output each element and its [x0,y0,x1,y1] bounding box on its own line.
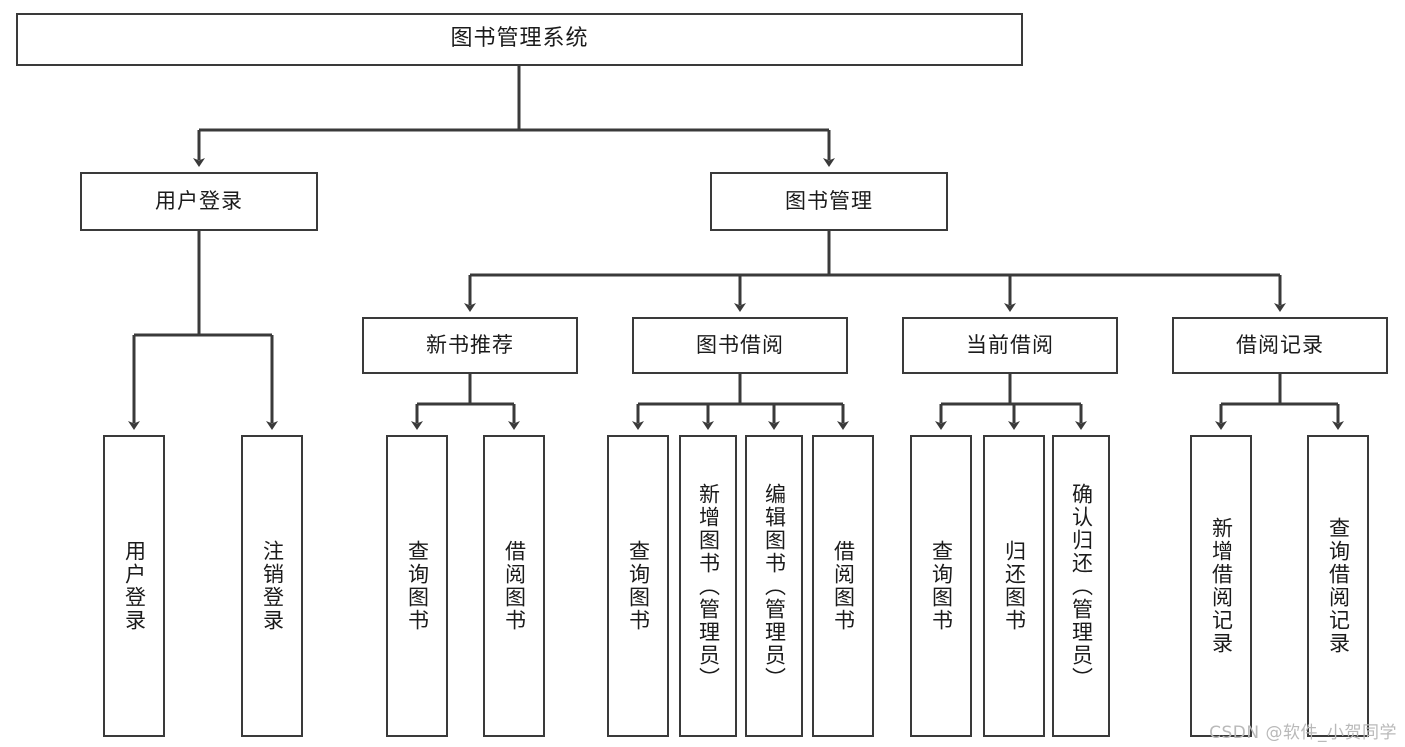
leaf-label: 借阅图书 [502,540,527,632]
node-leaf-add-book-admin[interactable]: 新增图书（管理员） [679,435,737,737]
node-level3-new-book-recommend[interactable]: 新书推荐 [362,317,578,374]
node-leaf-user-login[interactable]: 用户登录 [103,435,165,737]
node-leaf-query-book-recommend[interactable]: 查询图书 [386,435,448,737]
watermark-text: CSDN @软件_小贺同学 [1209,723,1397,743]
node-leaf-add-borrow-record[interactable]: 新增借阅记录 [1190,435,1252,737]
node-level3-book-borrow[interactable]: 图书借阅 [632,317,848,374]
node-leaf-borrow-book-recommend[interactable]: 借阅图书 [483,435,545,737]
leaf-label: 用户登录 [122,540,147,632]
node-leaf-logout[interactable]: 注销登录 [241,435,303,737]
node-root[interactable]: 图书管理系统 [16,13,1023,66]
leaf-label: 归还图书 [1002,540,1027,632]
leaf-label: 查询图书 [626,540,651,632]
leaf-label: 编辑图书（管理员） [762,482,787,690]
node-level2-book-management[interactable]: 图书管理 [710,172,948,231]
leaf-label: 查询图书 [929,540,954,632]
leaf-label: 查询图书 [405,540,430,632]
leaf-label: 新增借阅记录 [1209,517,1234,655]
node-level2-user-login[interactable]: 用户登录 [80,172,318,231]
node-level3-current-borrow[interactable]: 当前借阅 [902,317,1118,374]
leaf-label: 注销登录 [260,540,285,632]
node-leaf-confirm-return-admin[interactable]: 确认归还（管理员） [1052,435,1110,737]
leaf-label: 确认归还（管理员） [1069,482,1094,690]
node-leaf-edit-book-admin[interactable]: 编辑图书（管理员） [745,435,803,737]
leaf-label: 新增图书（管理员） [696,482,721,690]
leaf-label: 借阅图书 [831,540,856,632]
node-leaf-query-book-current[interactable]: 查询图书 [910,435,972,737]
node-leaf-query-borrow-record[interactable]: 查询借阅记录 [1307,435,1369,737]
node-leaf-return-book[interactable]: 归还图书 [983,435,1045,737]
leaf-label: 查询借阅记录 [1326,517,1351,655]
node-leaf-borrow-book[interactable]: 借阅图书 [812,435,874,737]
node-leaf-query-book-borrow[interactable]: 查询图书 [607,435,669,737]
node-level3-borrow-record[interactable]: 借阅记录 [1172,317,1388,374]
